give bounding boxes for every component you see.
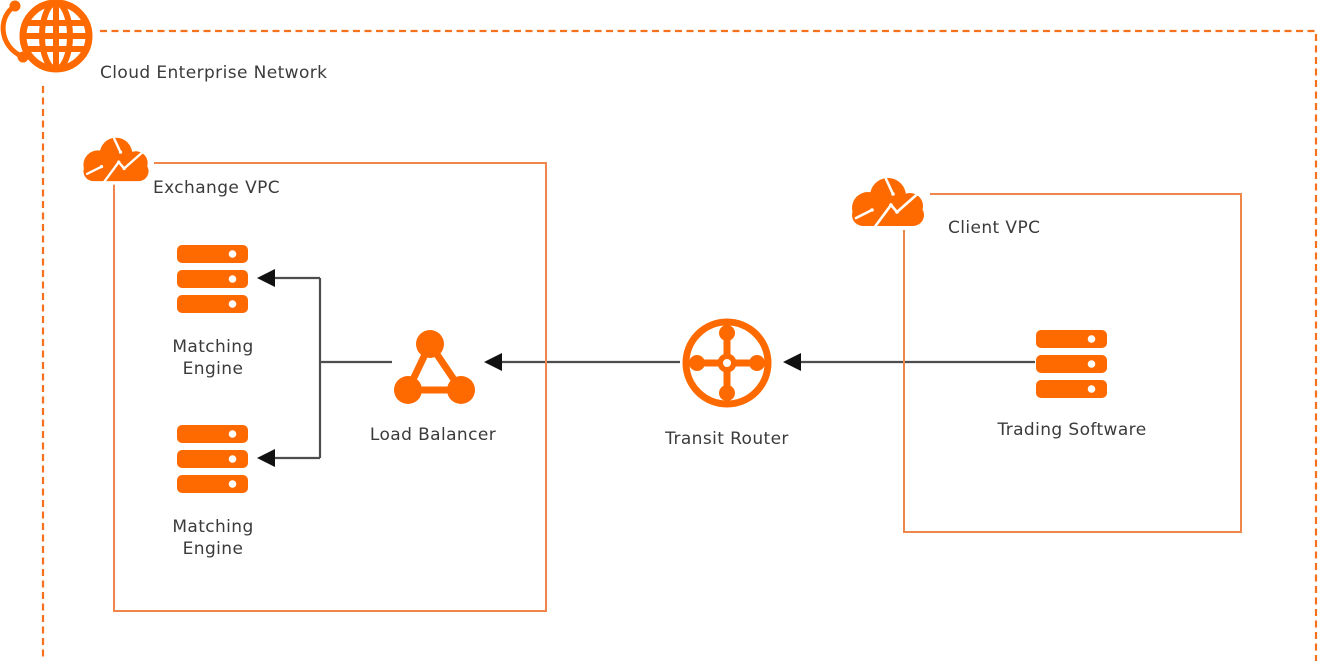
transit-router-icon [682, 318, 772, 408]
server-icon [177, 425, 248, 493]
matching-engine-2-label: Matching Engine [172, 517, 254, 560]
transit-router-label: Transit Router [665, 429, 789, 449]
client-vpc-box [903, 193, 1242, 533]
exchange-vpc-label: Exchange VPC [153, 178, 281, 198]
edge-lb-branch [274, 276, 392, 460]
matching-engine-1-label: Matching Engine [172, 337, 254, 380]
load-balancer-label: Load Balancer [369, 425, 497, 445]
arrowhead-me1 [257, 269, 275, 287]
globe-icon [0, 0, 96, 82]
arrowhead-router [783, 353, 801, 371]
server-icon [177, 245, 248, 313]
cloud-icon [78, 132, 154, 185]
load-balancer-icon [394, 330, 475, 404]
trading-software-label: Trading Software [997, 420, 1147, 440]
cen-label: Cloud Enterprise Network [100, 63, 328, 83]
arrowhead-lb [484, 353, 502, 371]
server-icon [1036, 330, 1107, 398]
exchange-vpc-box [113, 162, 547, 612]
client-vpc-label: Client VPC [948, 218, 1041, 238]
cloud-icon [846, 172, 930, 230]
cen-dashed-border [100, 29, 1318, 661]
arrowhead-me2 [257, 449, 275, 467]
